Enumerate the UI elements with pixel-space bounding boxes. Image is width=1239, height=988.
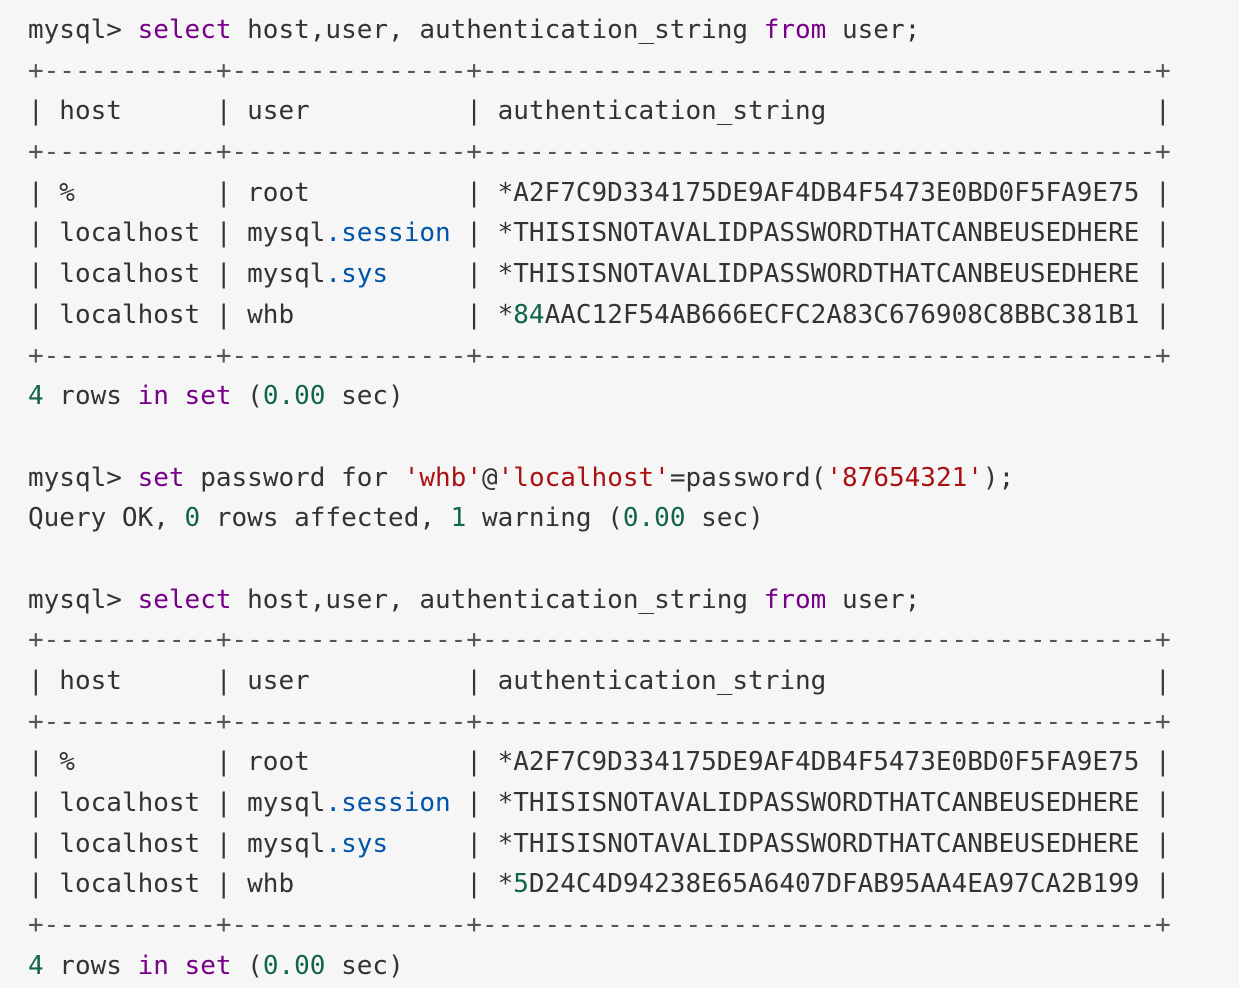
code-token-str: 'localhost' xyxy=(497,462,670,493)
code-line: mysql> select host,user, authentication_… xyxy=(28,580,1239,621)
code-token: user; xyxy=(826,584,921,615)
code-token-border: +-----------+---------------+-----------… xyxy=(28,910,1171,941)
code-token: warning ( xyxy=(466,503,623,534)
code-token: | *THISISNOTAVALIDPASSWORDTHATCANBEUSEDH… xyxy=(450,788,1171,819)
code-token-border: +-----------+---------------+-----------… xyxy=(28,137,1171,168)
code-line xyxy=(28,417,1239,458)
code-token-num: 4 xyxy=(28,381,44,412)
code-line: +-----------+---------------+-----------… xyxy=(28,620,1239,661)
code-token: host,user, authentication_string xyxy=(231,584,764,615)
code-token-border: +-----------+---------------+-----------… xyxy=(28,625,1171,656)
code-token: | host | user | authentication_string | xyxy=(28,96,1171,127)
code-token-str: '87654321' xyxy=(826,462,983,493)
code-token-num: 0.00 xyxy=(622,503,686,534)
code-token: rows xyxy=(43,381,138,412)
code-token-kw: set xyxy=(137,462,185,493)
code-token: | localhost | mysql xyxy=(28,218,326,249)
code-token xyxy=(28,544,44,574)
code-token-kw: from xyxy=(763,584,827,615)
code-token: rows affected, xyxy=(200,503,451,534)
code-token-num: 84 xyxy=(513,299,545,330)
code-token-prop: .session xyxy=(325,788,451,819)
code-token-border: +-----------+---------------+-----------… xyxy=(28,340,1171,371)
code-line: | host | user | authentication_string | xyxy=(28,91,1239,132)
code-token-border: +-----------+---------------+-----------… xyxy=(28,706,1171,737)
code-line: +-----------+---------------+-----------… xyxy=(28,336,1239,377)
code-line: +-----------+---------------+-----------… xyxy=(28,702,1239,743)
code-token-num: 0 xyxy=(184,503,201,534)
code-token: | localhost | whb | * xyxy=(28,299,514,330)
code-line: | % | root | *A2F7C9D334175DE9AF4DB4F547… xyxy=(28,173,1239,214)
code-token: host,user, authentication_string xyxy=(231,15,764,45)
code-token: | host | user | authentication_string | xyxy=(28,666,1171,696)
code-token: Query OK, xyxy=(28,503,185,534)
code-token-num: 5 xyxy=(513,869,529,900)
code-token: AAC12F54AB666ECFC2A83C676908C8BBC381B1 | xyxy=(544,299,1171,330)
code-line: | host | user | authentication_string | xyxy=(28,661,1239,702)
code-token: D24C4D94238E65A6407DFAB95AA4EA97CA2B199 … xyxy=(528,869,1171,900)
code-token-prop: .session xyxy=(325,218,451,249)
code-token: sec) xyxy=(685,503,764,534)
code-line: 4 rows in set (0.00 sec) xyxy=(28,946,1239,987)
code-token: | % | root | *A2F7C9D334175DE9AF4DB4F547… xyxy=(28,177,1171,208)
code-token-num: 1 xyxy=(450,503,467,534)
code-token: mysql> xyxy=(28,584,138,615)
code-token: rows xyxy=(43,950,138,981)
code-line: mysql> select host,user, authentication_… xyxy=(28,10,1239,51)
code-line: | localhost | mysql.session | *THISISNOT… xyxy=(28,783,1239,824)
code-token-kw: in xyxy=(137,950,169,981)
code-token: user; xyxy=(826,15,921,45)
code-token: @ xyxy=(481,462,498,493)
code-token: sec) xyxy=(325,381,404,412)
code-token-kw: select xyxy=(137,584,232,615)
code-token: sec) xyxy=(325,950,404,981)
code-token-str: 'whb' xyxy=(403,462,482,493)
code-line: | % | root | *A2F7C9D334175DE9AF4DB4F547… xyxy=(28,742,1239,783)
code-token-border: +-----------+---------------+-----------… xyxy=(28,55,1171,86)
code-token xyxy=(169,951,185,981)
code-token-kw: set xyxy=(184,950,232,981)
code-token: mysql> xyxy=(28,462,138,493)
code-line: | localhost | whb | *5D24C4D94238E65A640… xyxy=(28,864,1239,905)
code-token-prop: .sys xyxy=(325,259,389,290)
code-line: mysql> set password for 'whb'@'localhost… xyxy=(28,458,1239,499)
code-token: | localhost | mysql xyxy=(28,788,326,819)
code-token-num: 4 xyxy=(28,950,44,981)
code-token-num: 0.00 xyxy=(262,950,326,981)
code-line: | localhost | mysql.sys | *THISISNOTAVAL… xyxy=(28,824,1239,865)
code-token: | localhost | whb | * xyxy=(28,869,514,900)
code-token: =password( xyxy=(669,462,827,493)
code-token-prop: .sys xyxy=(325,828,389,859)
code-token: | localhost | mysql xyxy=(28,828,326,859)
code-line xyxy=(28,539,1239,580)
code-token: | % | root | *A2F7C9D334175DE9AF4DB4F547… xyxy=(28,747,1171,778)
code-line: Query OK, 0 rows affected, 1 warning (0.… xyxy=(28,498,1239,539)
code-token-kw: set xyxy=(184,381,232,412)
code-token-num: 0.00 xyxy=(262,381,326,412)
code-line: | localhost | mysql.session | *THISISNOT… xyxy=(28,213,1239,254)
code-line: 4 rows in set (0.00 sec) xyxy=(28,376,1239,417)
code-token: | *THISISNOTAVALIDPASSWORDTHATCANBEUSEDH… xyxy=(388,828,1171,859)
code-token-kw: from xyxy=(763,15,827,45)
code-token: | *THISISNOTAVALIDPASSWORDTHATCANBEUSEDH… xyxy=(450,218,1171,249)
code-line: | localhost | mysql.sys | *THISISNOTAVAL… xyxy=(28,254,1239,295)
code-line: | localhost | whb | *84AAC12F54AB666ECFC… xyxy=(28,295,1239,336)
code-token: | *THISISNOTAVALIDPASSWORDTHATCANBEUSEDH… xyxy=(388,259,1171,290)
code-token: password for xyxy=(184,462,404,493)
code-line: +-----------+---------------+-----------… xyxy=(28,132,1239,173)
code-token-kw: in xyxy=(137,381,169,412)
code-token: ( xyxy=(231,950,263,981)
code-line: +-----------+---------------+-----------… xyxy=(28,905,1239,946)
code-token: mysql> xyxy=(28,15,138,45)
code-token xyxy=(28,422,44,452)
code-token-kw: select xyxy=(137,15,232,45)
code-line: +-----------+---------------+-----------… xyxy=(28,51,1239,92)
code-token: | localhost | mysql xyxy=(28,259,326,290)
code-token: ( xyxy=(231,381,263,412)
code-token: ); xyxy=(982,462,1015,493)
code-token xyxy=(169,381,185,411)
